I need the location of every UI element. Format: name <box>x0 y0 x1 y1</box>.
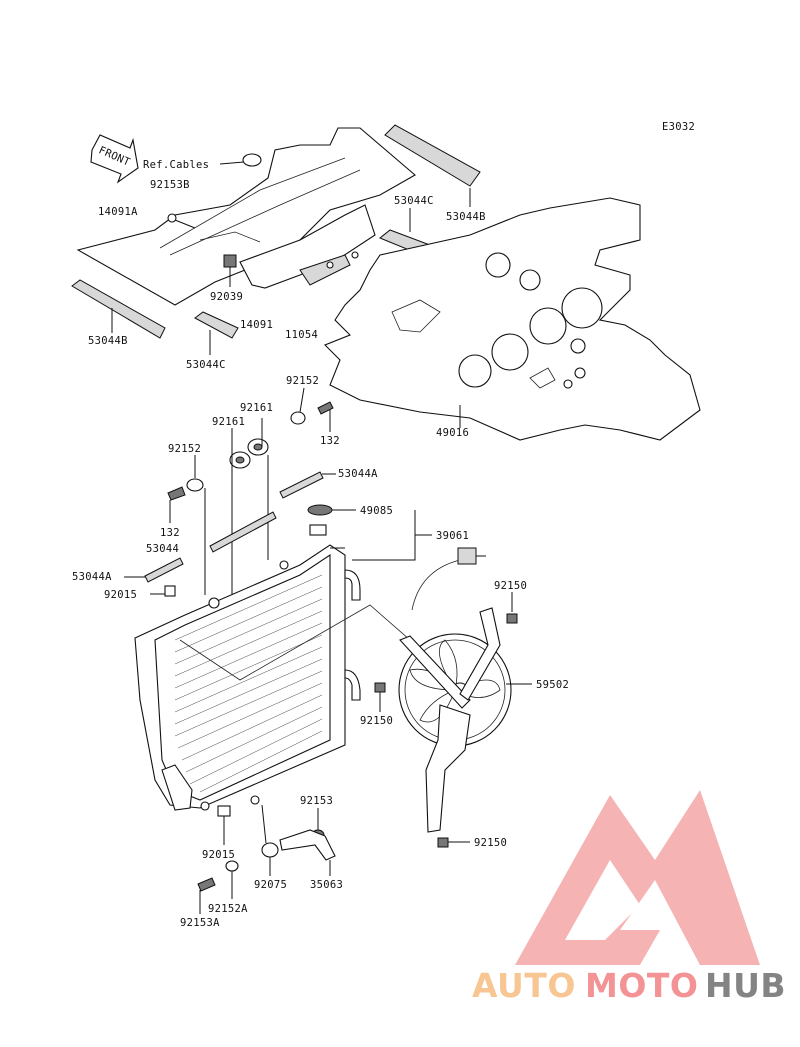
label-53044b-left: 53044B <box>88 335 128 347</box>
label-92153: 92153 <box>300 795 333 807</box>
bolt-92153b-icon <box>167 213 196 229</box>
label-14091: 14091 <box>240 319 273 331</box>
hose-53044a-right <box>279 471 336 499</box>
label-92153b: 92153B <box>150 179 190 191</box>
label-92075: 92075 <box>254 879 287 891</box>
diagram-code: E3032 <box>662 121 695 133</box>
label-59502: 59502 <box>536 679 569 691</box>
label-49085: 49085 <box>360 505 393 517</box>
label-53044: 53044 <box>146 543 179 555</box>
label-132-top: 132 <box>320 435 340 447</box>
hose-53044a-left <box>124 557 184 583</box>
watermark-hub: HUB <box>705 966 786 1005</box>
watermark-triangle-inner-icon <box>565 860 640 940</box>
label-132-mid: 132 <box>160 527 180 539</box>
label-92152-top: 92152 <box>286 375 319 387</box>
cable-grommet-icon <box>242 153 262 167</box>
label-14091a: 14091A <box>98 206 138 218</box>
watermark-auto: AUTO <box>472 966 576 1005</box>
cooling-fan-59502 <box>398 547 532 833</box>
label-53044a-left: 53044A <box>72 571 112 583</box>
label-92161-b: 92161 <box>240 402 273 414</box>
seal-strip-53044b-left <box>71 279 166 339</box>
label-49016: 49016 <box>436 427 469 439</box>
radiator-39061 <box>134 524 361 811</box>
watermark-triangle-icon <box>515 790 760 965</box>
reference-cables-label: Ref.Cables <box>143 159 209 171</box>
label-53044b-right: 53044B <box>446 211 486 223</box>
label-35063: 35063 <box>310 879 343 891</box>
washer-92152a-icon <box>225 860 239 899</box>
bracket-92015-bottom-icon <box>217 805 231 845</box>
nut-92039-icon <box>223 254 237 287</box>
hose-53044 <box>209 511 277 553</box>
label-53044a-right: 53044A <box>338 468 378 480</box>
radiator-core-fins <box>174 574 323 793</box>
label-92015-top: 92015 <box>104 589 137 601</box>
bolt-132-mid-icon <box>167 486 186 523</box>
bolt-92153a-icon <box>197 877 216 914</box>
bolt-92150-right-icon <box>506 592 518 624</box>
seal-strip-53044b-right <box>384 124 481 207</box>
label-92161-a: 92161 <box>212 416 245 428</box>
label-53044c-right: 53044C <box>394 195 434 207</box>
watermark-moto: MOTO <box>585 966 698 1005</box>
label-92150-bottom: 92150 <box>474 837 507 849</box>
insulator-plate-49016 <box>324 197 701 441</box>
damper-92161-b-icon <box>247 438 269 456</box>
seal-strip-53044c-left <box>194 311 239 355</box>
bolt-92150-bottom-icon <box>437 837 470 848</box>
bolt-132-top-icon <box>317 401 334 432</box>
heat-insulator-14091 <box>239 204 376 289</box>
front-arrow-icon: FRONT <box>90 134 139 184</box>
label-92039: 92039 <box>210 291 243 303</box>
label-92153a: 92153A <box>180 917 220 929</box>
label-92150-left: 92150 <box>360 715 393 727</box>
radiator-cap-49085-icon <box>307 504 356 516</box>
watermark-text: AUTO MOTO HUB <box>472 966 786 1005</box>
watermark-logo <box>515 790 760 965</box>
label-92015-bottom: 92015 <box>202 849 235 861</box>
label-92150-right: 92150 <box>494 580 527 592</box>
label-53044c-left: 53044C <box>186 359 226 371</box>
bracket-92015-top-icon <box>150 585 176 597</box>
bolt-92150-left-icon <box>374 682 386 712</box>
label-92152a: 92152A <box>208 903 248 915</box>
washer-92152-mid-icon <box>186 455 206 595</box>
washer-92152-top-icon <box>290 387 306 425</box>
part-labels: 92153B 14091A 92039 14091 11054 53044B 5… <box>72 179 569 929</box>
damper-92161-a-icon <box>229 451 251 469</box>
bracket-35063 <box>279 829 336 876</box>
damper-92075-icon <box>261 804 279 876</box>
label-39061: 39061 <box>436 530 469 542</box>
label-92152-mid: 92152 <box>168 443 201 455</box>
label-11054: 11054 <box>285 329 318 341</box>
